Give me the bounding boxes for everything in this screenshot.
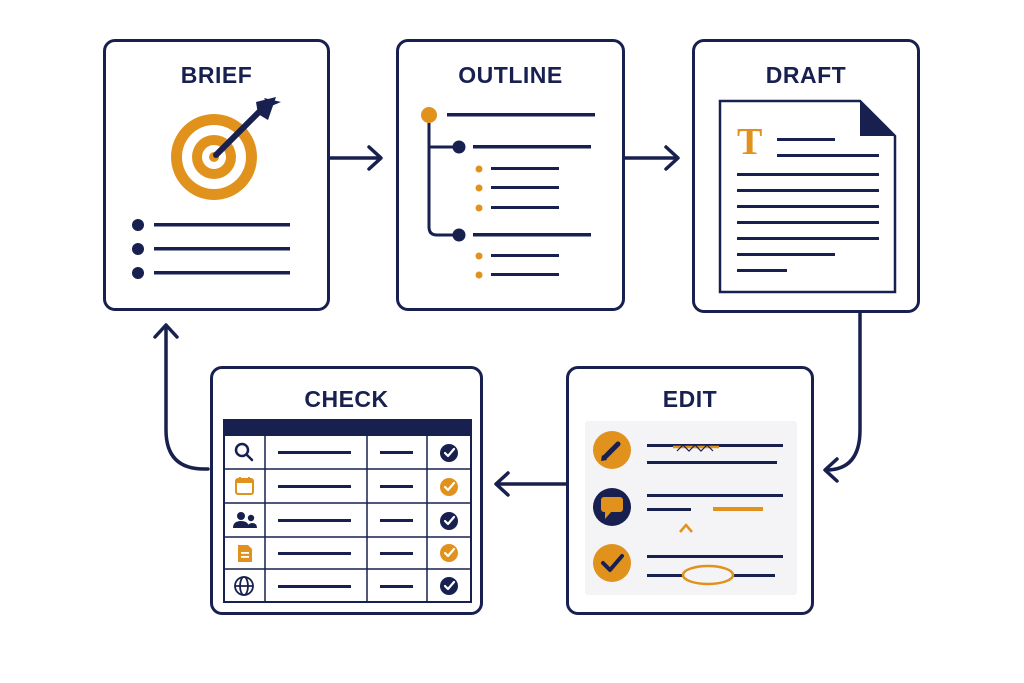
check-card: CHECK bbox=[210, 366, 483, 615]
status-check-icon bbox=[440, 544, 458, 562]
status-check-icon bbox=[440, 577, 458, 595]
brief-content bbox=[132, 97, 290, 279]
arrow-check-to-brief bbox=[153, 323, 210, 471]
check-table bbox=[223, 419, 472, 603]
document-icon: T bbox=[718, 99, 897, 294]
target-arrow-icon bbox=[171, 97, 281, 200]
brief-bullet-list bbox=[132, 219, 290, 279]
arrow-brief-to-outline bbox=[328, 145, 383, 171]
edit-card: EDIT bbox=[566, 366, 814, 615]
check-title: CHECK bbox=[304, 386, 389, 412]
draft-card: DRAFT T bbox=[692, 39, 920, 313]
brief-card: BRIEF bbox=[103, 39, 330, 311]
table-header bbox=[224, 420, 471, 436]
outline-card: OUTLINE bbox=[396, 39, 625, 311]
arrow-edit-to-check bbox=[494, 471, 568, 497]
tree-outline-icon bbox=[421, 107, 595, 279]
arrow-outline-to-draft bbox=[623, 145, 680, 171]
edit-title: EDIT bbox=[662, 386, 718, 412]
status-check-icon bbox=[440, 444, 458, 462]
status-check-icon bbox=[440, 512, 458, 530]
globe-icon bbox=[234, 576, 254, 596]
outline-title: OUTLINE bbox=[458, 62, 563, 88]
status-check-icon bbox=[440, 478, 458, 496]
comment-icon bbox=[593, 488, 631, 526]
brief-title: BRIEF bbox=[180, 62, 253, 88]
check-circle-icon bbox=[593, 544, 631, 582]
search-icon bbox=[234, 442, 254, 462]
people-icon bbox=[233, 512, 257, 528]
calendar-icon bbox=[235, 477, 254, 495]
file-icon bbox=[238, 545, 252, 562]
draft-initial-letter: T bbox=[737, 121, 762, 163]
draft-title: DRAFT bbox=[765, 62, 847, 88]
pencil-icon bbox=[593, 431, 631, 469]
arrow-draft-to-edit bbox=[823, 311, 862, 483]
edit-content bbox=[585, 421, 797, 595]
